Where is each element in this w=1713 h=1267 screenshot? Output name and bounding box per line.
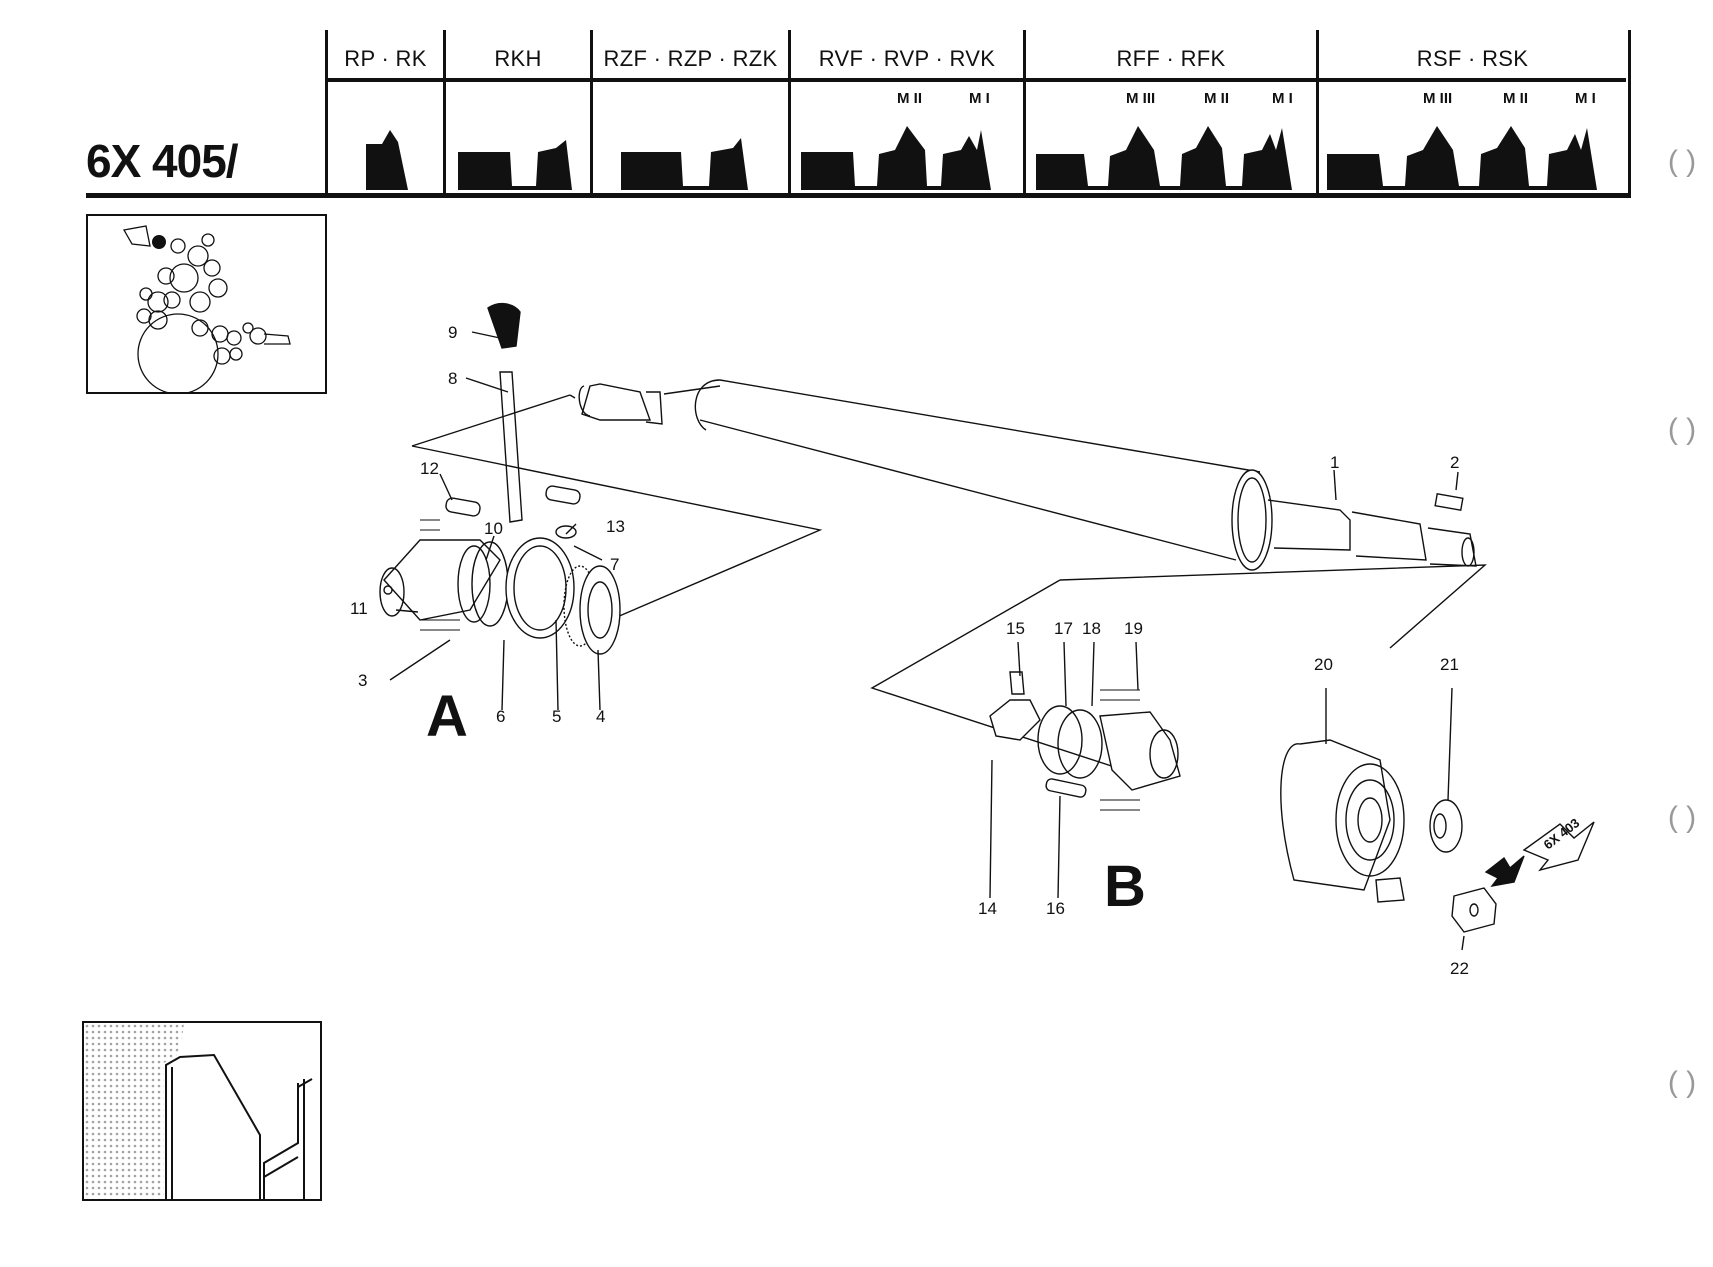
module-label: M II — [1204, 90, 1229, 107]
module-label: M I — [1575, 90, 1596, 107]
variant-label: RFF · RFK — [1116, 46, 1226, 71]
callout-6: 6 — [496, 707, 505, 726]
variant-label: RSF · RSK — [1416, 46, 1529, 71]
callout-4: 4 — [596, 707, 605, 726]
variant-column-rzf-rzp-rzk: RZF · RZP · RZK — [590, 30, 788, 196]
module-label: M III — [1126, 90, 1156, 107]
machine-frame-icon — [84, 1023, 313, 1199]
callout-2: 2 — [1450, 453, 1459, 472]
variant-column-rp-rk: RP · RK — [325, 30, 443, 196]
variant-label: RKH — [494, 46, 542, 71]
module-label: M III — [1423, 90, 1453, 107]
header-rule — [86, 193, 1631, 198]
variant-column-rvf-rvp-rvk: RVF · RVP · RVK M II M I — [788, 30, 1023, 196]
variant-column-rkh: RKH — [443, 30, 590, 196]
binder-hole-icon: ( ) — [1667, 145, 1697, 178]
callout-14: 14 — [978, 899, 997, 918]
binder-hole-icon: ( ) — [1667, 801, 1697, 834]
callout-9: 9 — [448, 323, 457, 342]
section-b-label: B — [1104, 854, 1146, 919]
callout-5: 5 — [552, 707, 561, 726]
variant-column-rsf-rsk: RSF · RSK M III M II M I — [1316, 30, 1626, 196]
page-title: 6X 405/ — [86, 135, 239, 187]
unit-silhouette-icon — [621, 138, 748, 190]
variant-label: RP · RK — [344, 46, 427, 71]
module-label: M II — [1503, 90, 1528, 107]
unit-silhouette-icon — [1036, 126, 1292, 190]
unit-silhouette-icon — [1327, 126, 1597, 190]
plane-line — [411, 394, 571, 447]
callout-21: 21 — [1440, 655, 1459, 674]
roller-train-thumbnail — [86, 214, 327, 395]
variant-label: RVF · RVP · RVK — [818, 46, 996, 71]
callout-15: 15 — [1006, 619, 1025, 638]
callout-13: 13 — [606, 517, 625, 536]
callout-20: 20 — [1314, 655, 1333, 674]
callout-11: 11 — [350, 599, 368, 618]
machine-position-thumbnail — [82, 1021, 322, 1201]
variant-column-rff-rfk: RFF · RFK M III M II M I — [1023, 30, 1316, 196]
callout-16: 16 — [1046, 899, 1065, 918]
unit-silhouette-icon — [458, 140, 572, 190]
callout-17: 17 — [1054, 619, 1073, 638]
callout-1: 1 — [1330, 453, 1339, 472]
callout-8: 8 — [448, 369, 457, 388]
callout-18: 18 — [1082, 619, 1101, 638]
callout-22: 22 — [1450, 959, 1469, 978]
module-label: M I — [1272, 90, 1293, 107]
callout-3: 3 — [358, 671, 367, 690]
table-right-border — [1628, 30, 1631, 196]
callout-7: 7 — [610, 555, 619, 574]
binder-hole-icon: ( ) — [1667, 1066, 1697, 1099]
section-a-label: A — [426, 684, 468, 749]
callout-19: 19 — [1124, 619, 1143, 638]
unit-silhouette-icon — [366, 130, 408, 190]
unit-silhouette-icon — [801, 126, 991, 190]
module-label: M II — [897, 90, 922, 107]
callout-12: 12 — [420, 459, 439, 478]
module-label: M I — [969, 90, 990, 107]
variant-label: RZF · RZP · RZK — [603, 46, 778, 71]
callout-10: 10 — [484, 519, 503, 538]
binder-hole-icon: ( ) — [1667, 413, 1697, 446]
variant-header-table: RP · RK RKH RZF · RZP · RZK RVF · RVP · … — [325, 30, 1631, 196]
